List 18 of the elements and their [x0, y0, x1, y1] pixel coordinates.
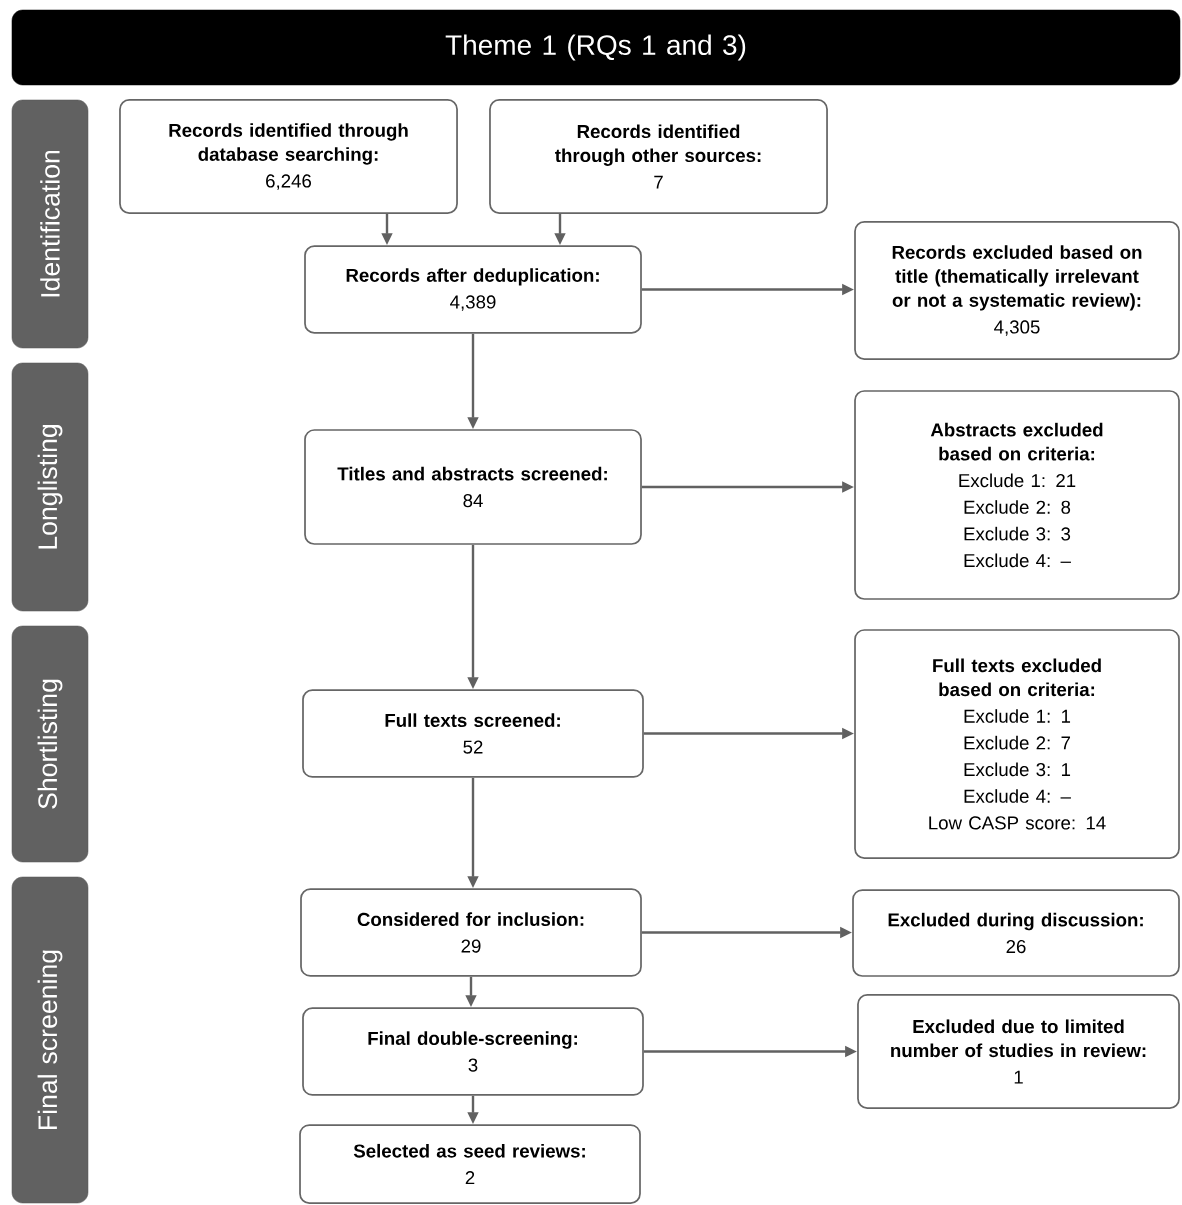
exclusion-box: Excluded due to limited number of studies in review: 1 — [857, 994, 1180, 1109]
exclusion-box: Excluded during discussion: 26 — [852, 889, 1180, 977]
phase-band: Shortlisting — [11, 625, 89, 863]
process-box: Titles and abstracts screened: 84 — [304, 429, 642, 545]
process-box: Final double-screening: 3 — [302, 1007, 644, 1096]
process-box: Records after deduplication: 4,389 — [304, 245, 642, 334]
exclusion-box: Abstracts excluded based on criteria: Exclude 1: 21 Exclude 2: 8 Exclude 3: 3 Exclude 4: – — [854, 390, 1180, 600]
phase-band: Final screening — [11, 876, 89, 1204]
process-box: Records identified through database searching: 6,246 — [119, 99, 458, 214]
exclusion-box: Records excluded based on title (thematically irrelevant or not a systematic review): 4,305 — [854, 221, 1180, 360]
process-box: Considered for inclusion: 29 — [300, 888, 642, 977]
exclusion-box: Full texts excluded based on criteria: Exclude 1: 1 Exclude 2: 7 Exclude 3: 1 Exclude 4: – Low CASP score: 14 — [854, 629, 1180, 859]
phase-band: Longlisting — [11, 362, 89, 612]
title-banner: Theme 1 (RQs 1 and 3) — [11, 9, 1181, 86]
process-box: Records identified through other sources: 7 — [489, 99, 828, 214]
process-box: Full texts screened: 52 — [302, 689, 644, 778]
process-box: Selected as seed reviews: 2 — [299, 1124, 641, 1204]
phase-band: Identification — [11, 99, 89, 349]
